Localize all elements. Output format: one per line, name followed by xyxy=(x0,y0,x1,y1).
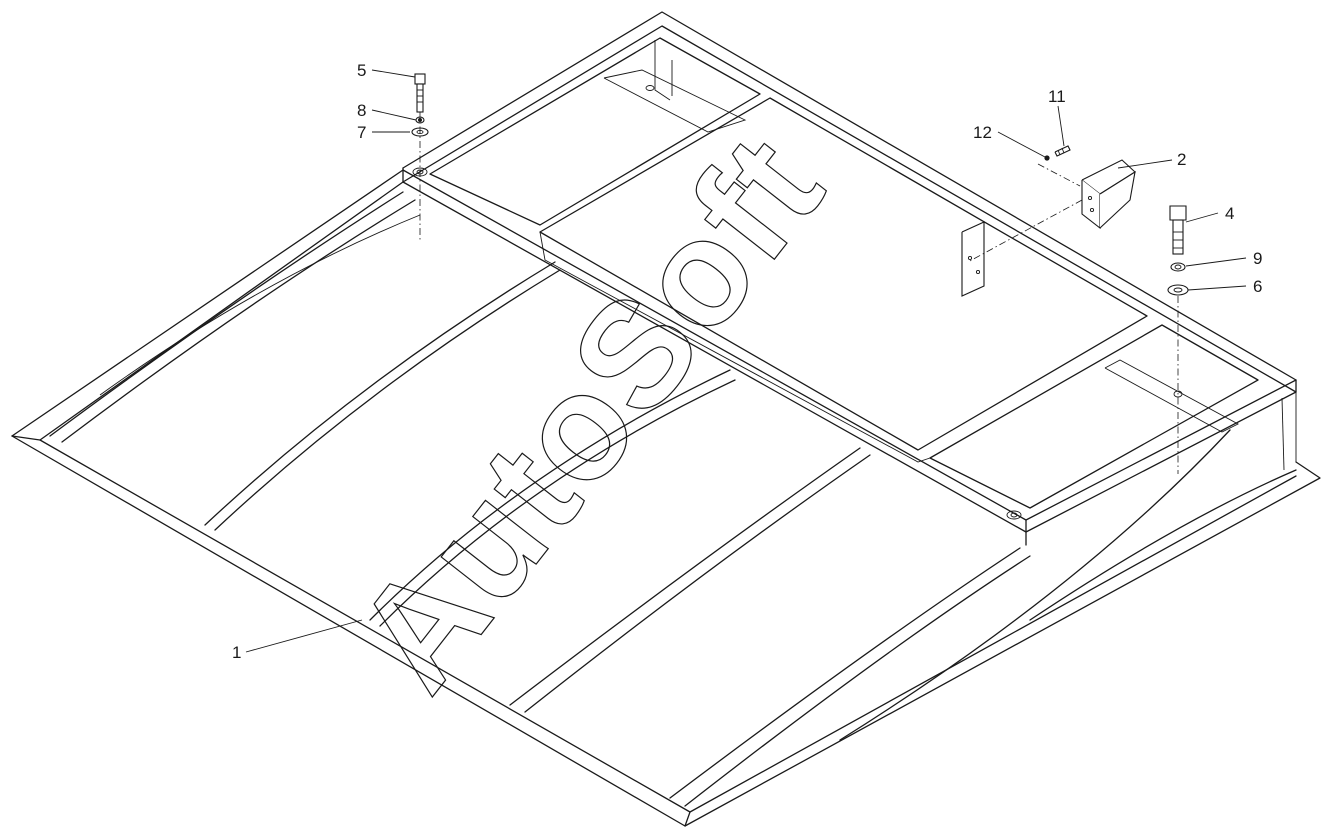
screw-11 xyxy=(1054,145,1071,157)
callout-5: 5 xyxy=(357,61,366,80)
ramp-frame xyxy=(11,11,1321,827)
callout-4: 4 xyxy=(1225,204,1234,223)
washer-12 xyxy=(1044,155,1050,161)
callout-labels: 1 2 4 5 6 7 8 9 11 12 xyxy=(232,61,1262,662)
callout-6: 6 xyxy=(1253,277,1262,296)
washer-6 xyxy=(1167,284,1189,296)
bracket-2 xyxy=(1081,159,1136,230)
callout-8: 8 xyxy=(357,101,366,120)
assembly-axis-lines xyxy=(419,112,1179,474)
callout-12: 12 xyxy=(973,123,992,142)
nut-9 xyxy=(1170,262,1186,272)
callout-1: 1 xyxy=(232,643,241,662)
callout-11: 11 xyxy=(1048,87,1066,106)
callout-7: 7 xyxy=(357,123,366,142)
callout-leaders xyxy=(245,69,1247,653)
callout-2: 2 xyxy=(1177,150,1186,169)
bolt-4 xyxy=(1169,205,1187,255)
callout-9: 9 xyxy=(1253,249,1262,268)
watermark-text: AutoSoft xyxy=(323,105,855,720)
bolt-5 xyxy=(414,73,426,113)
